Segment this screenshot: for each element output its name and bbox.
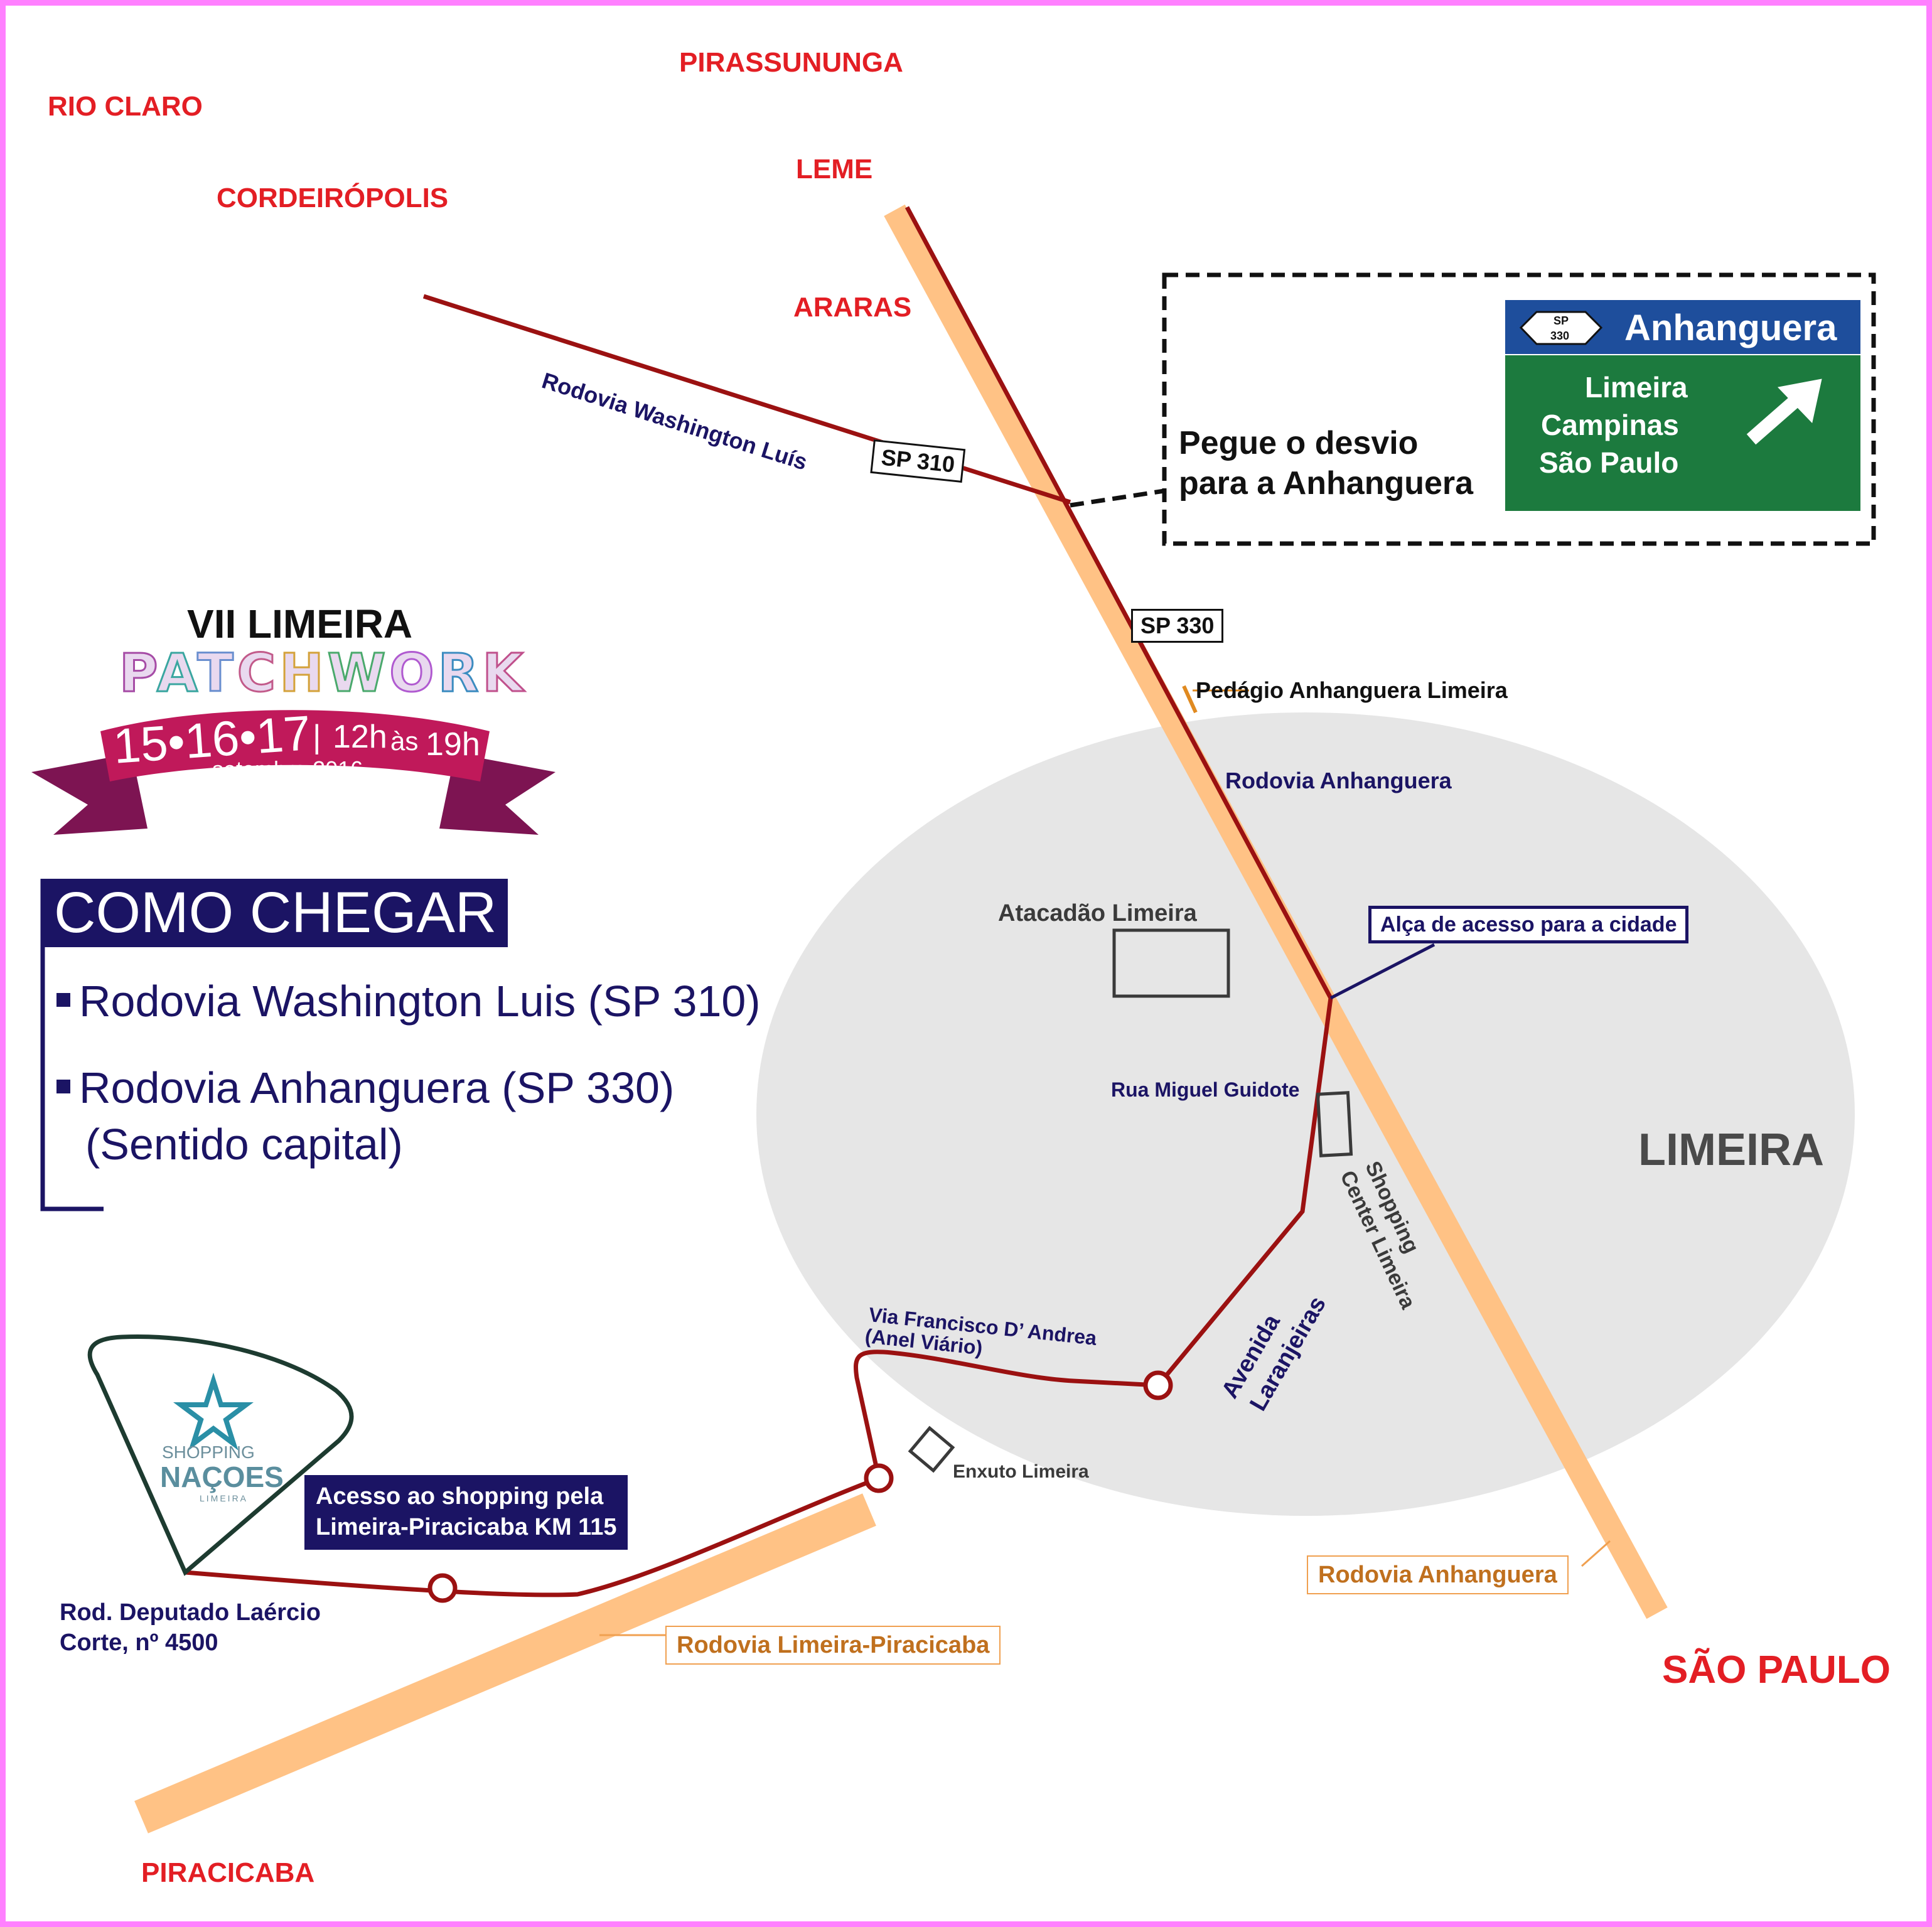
event-brand: PATCHWORK (119, 646, 527, 700)
inset-instruction-1: Pegue o desvio (1179, 425, 1419, 461)
city-araras: ARARAS (793, 292, 912, 323)
sp330-shield-icon (1519, 311, 1603, 345)
shopping-logo-text-3: LIMEIRA (200, 1493, 249, 1503)
shield-text-330: 330 (1550, 330, 1570, 342)
pointer-anhanguera (1581, 1540, 1611, 1567)
city-rio-claro: RIO CLARO (48, 91, 203, 122)
route-marker-anel (1143, 1370, 1173, 1400)
limeira-area (756, 712, 1855, 1516)
brand-letter: K (481, 642, 527, 704)
label-anhanguera-inner: Rodovia Anhanguera (1225, 768, 1452, 793)
city-leme: LEME (796, 154, 873, 185)
shopping-nacoes-area (87, 1334, 354, 1576)
sign-destination-sao-paulo: São Paulo (1539, 446, 1679, 479)
toll-marker (1182, 685, 1198, 714)
shield-text-sp: SP (1554, 314, 1569, 327)
enxuto-building (908, 1425, 955, 1473)
sign-destination-limeira: Limeira (1585, 371, 1688, 404)
como-chegar-item-2-text: Rodovia Anhanguera (SP 330) (79, 1063, 675, 1112)
sp330-badge: SP 330 (1131, 609, 1224, 643)
label-limeira-piracicaba: Rodovia Limeira-Piracicaba (665, 1626, 1001, 1665)
shopping-logo-text-2: NAÇOES (160, 1461, 284, 1493)
inset-connector (1070, 488, 1165, 508)
sign-destination-campinas: Campinas (1541, 409, 1679, 441)
event-hours-b: às (390, 726, 419, 756)
como-chegar-item-1-text: Rodovia Washington Luis (SP 310) (79, 977, 761, 1026)
brand-letter: W (326, 642, 390, 704)
shopping-access-road-line (185, 1476, 880, 1597)
brand-letter: H (279, 642, 328, 704)
city-cordeiropolis: CORDEIRÓPOLIS (217, 183, 449, 213)
label-address-1: Rod. Deputado Laércio (60, 1599, 321, 1626)
event-title: VII LIMEIRA (187, 601, 413, 647)
como-chegar-bracket (40, 879, 104, 1211)
brand-letter: T (196, 642, 237, 704)
event-month: setembro 2016 (212, 756, 363, 782)
event-hours-a: 12h (333, 719, 387, 755)
bullet-icon (56, 992, 70, 1007)
callout-line-1: Acesso ao shopping pela (316, 1483, 604, 1510)
inset-instruction-2: para a Anhanguera (1179, 465, 1474, 502)
anhanguera-road-line (904, 206, 1333, 999)
anhanguera-highway-band (884, 204, 1668, 1619)
city-limeira: LIMEIRA (1638, 1125, 1824, 1175)
route-marker-junction (864, 1463, 894, 1493)
como-chegar-title: COMO CHEGAR (43, 879, 508, 947)
atacadao-building (1112, 928, 1230, 998)
anel-viario-road-line (854, 1350, 1159, 1479)
city-sao-paulo: SÃO PAULO (1662, 1648, 1891, 1692)
bullet-icon (56, 1079, 70, 1093)
como-chegar-item-1: Rodovia Washington Luis (SP 310) (56, 974, 761, 1029)
brand-letter: A (156, 642, 198, 704)
label-rua-miguel: Rua Miguel Guidote (1111, 1078, 1300, 1101)
label-address-2: Corte, nº 4500 (60, 1629, 218, 1656)
label-toll: Pedágio Anhanguera Limeira (1196, 677, 1508, 703)
brand-letter: P (119, 642, 157, 704)
pointer-alca (1329, 943, 1436, 1000)
arrow-up-right-icon (1746, 378, 1822, 445)
sign-body-background (1505, 355, 1860, 511)
callout-line-2: Limeira-Piracicaba KM 115 (316, 1514, 617, 1541)
city-piracicaba: PIRACICABA (141, 1857, 315, 1888)
como-chegar-item-2: Rodovia Anhanguera (SP 330) (56, 1061, 674, 1116)
sign-title: Anhanguera (1624, 308, 1837, 348)
city-access-road-line (1156, 997, 1333, 1387)
label-enxuto: Enxuto Limeira (953, 1461, 1089, 1482)
como-chegar-item-2-note: (Sentido capital) (85, 1120, 403, 1169)
label-anhanguera-box: Rodovia Anhanguera (1307, 1555, 1569, 1594)
event-separator: | (313, 719, 321, 755)
event-hours-c: 19h (426, 726, 480, 763)
brand-letter: C (236, 642, 280, 704)
shopping-nacoes-star-icon (173, 1372, 254, 1451)
shopping-center-building (1316, 1091, 1353, 1157)
route-marker-shopping (427, 1573, 458, 1603)
inset-frame (1162, 272, 1876, 546)
brand-letter: R (437, 642, 483, 704)
brand-letter: O (389, 642, 438, 704)
label-alca: Alça de acesso para a cidade (1368, 906, 1689, 943)
label-atacadao: Atacadão Limeira (998, 900, 1197, 926)
ribbon-body (100, 710, 490, 781)
city-pirassununga: PIRASSUNUNGA (679, 47, 903, 78)
shopping-logo-text-1: SHOPPING (162, 1442, 255, 1462)
shopping-access-callout: Acesso ao shopping pela Limeira-Piracica… (304, 1475, 628, 1550)
limeira-piracicaba-highway-band (134, 1493, 876, 1833)
